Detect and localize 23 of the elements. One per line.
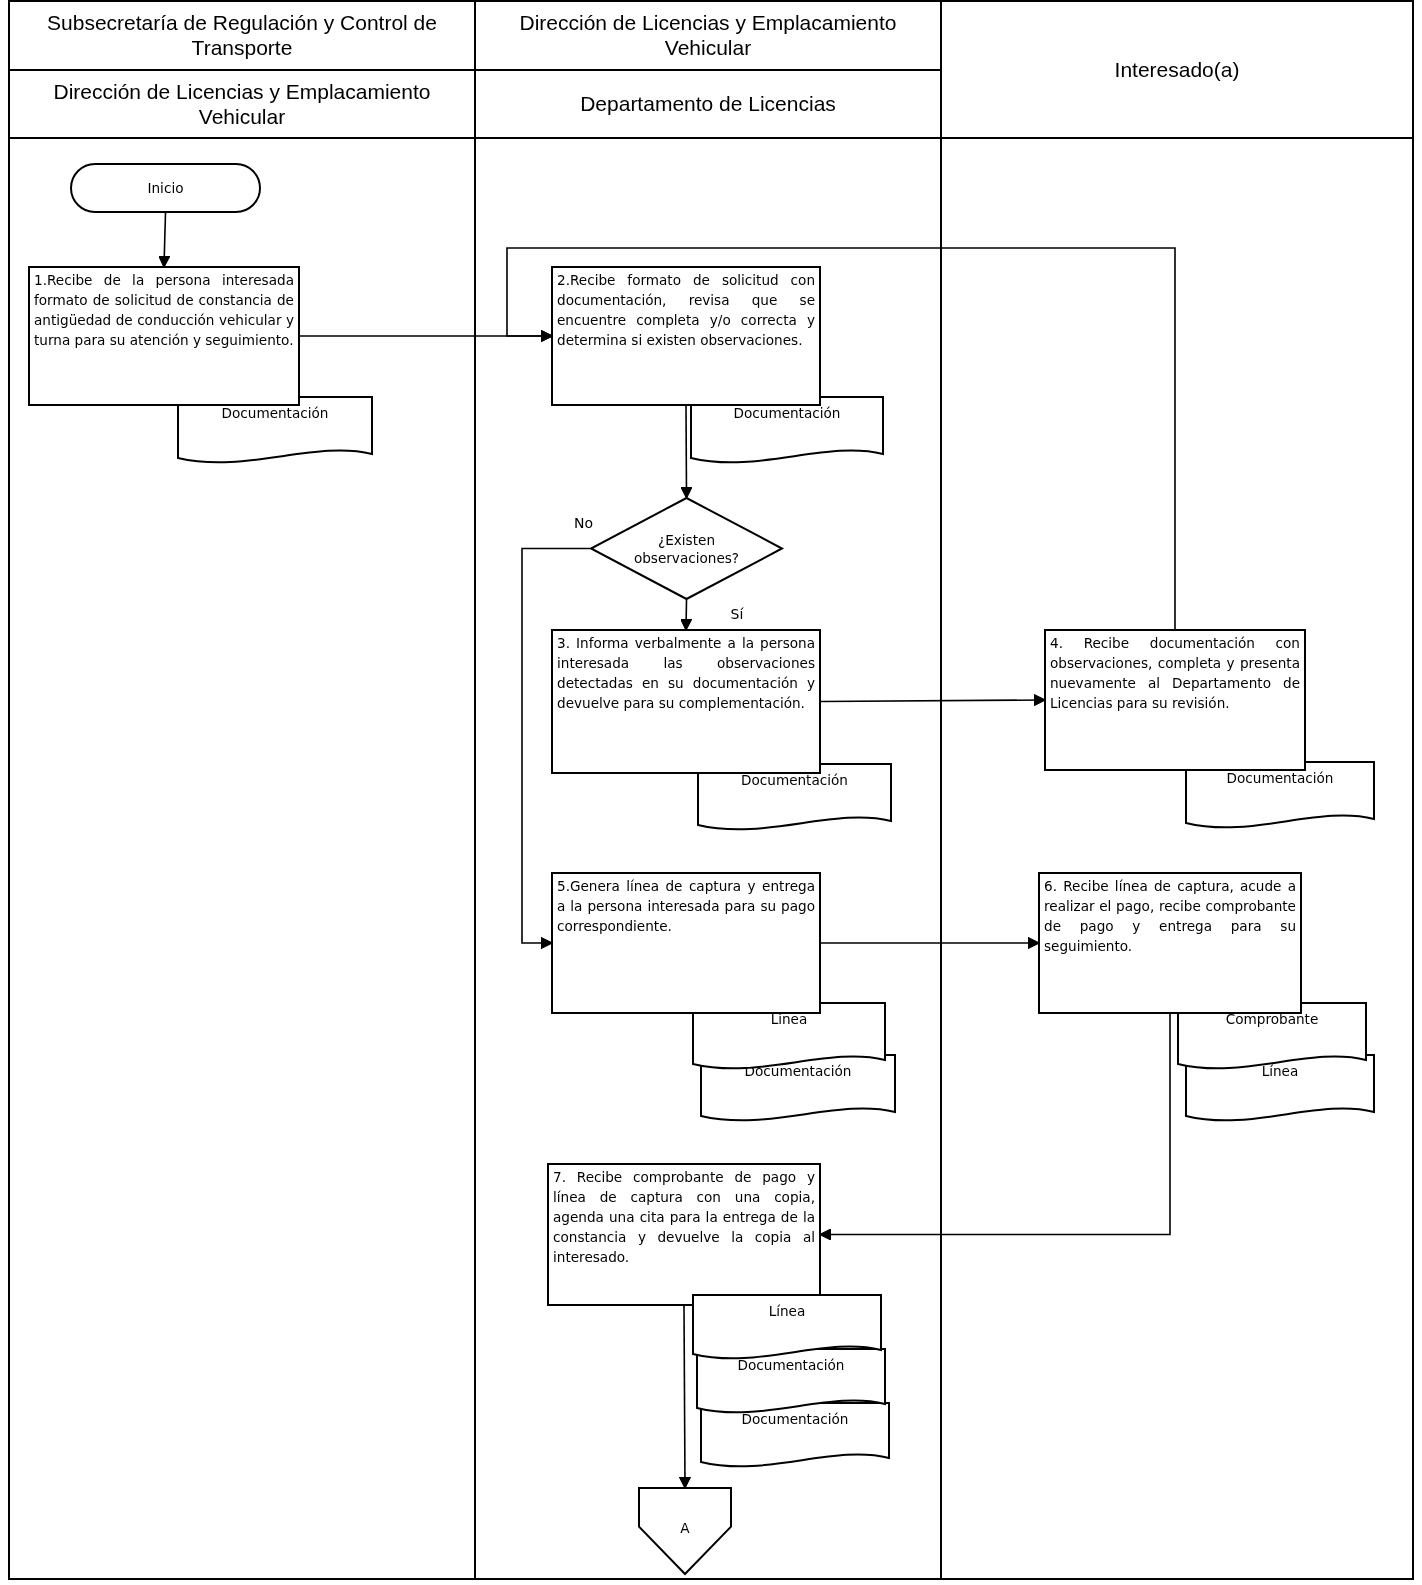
arrow — [819, 1013, 1171, 1241]
lane-header: Dirección de Licencias y Emplacamiento Vehicular — [52, 78, 432, 129]
arrow — [680, 599, 693, 631]
swimlane — [940, 0, 1414, 1580]
swimlane — [474, 0, 942, 1580]
document-shape: Documentación — [700, 1402, 890, 1470]
off-page-connector: A — [638, 1487, 732, 1575]
arrow — [680, 405, 693, 499]
arrow — [506, 247, 1176, 630]
arrow — [158, 212, 171, 268]
swimlane — [8, 0, 476, 1580]
lane-header: Departamento de Licencias — [579, 91, 837, 117]
document-shape: Documentación — [1185, 761, 1375, 831]
arrow — [820, 693, 1046, 707]
document-shape: Documentación — [697, 763, 892, 833]
lane-header: Dirección de Licencias y Emplacamiento Vehicular — [518, 10, 898, 61]
lane-header: Interesado(a) — [1113, 57, 1241, 82]
start-terminator: Inicio — [70, 163, 261, 213]
lane-header: Subsecretaría de Regulación y Control de Transporte — [46, 10, 438, 61]
arrow — [678, 1305, 692, 1489]
document-shape: Documentación — [177, 396, 373, 466]
arrow — [820, 936, 1040, 950]
arrow — [521, 547, 591, 950]
